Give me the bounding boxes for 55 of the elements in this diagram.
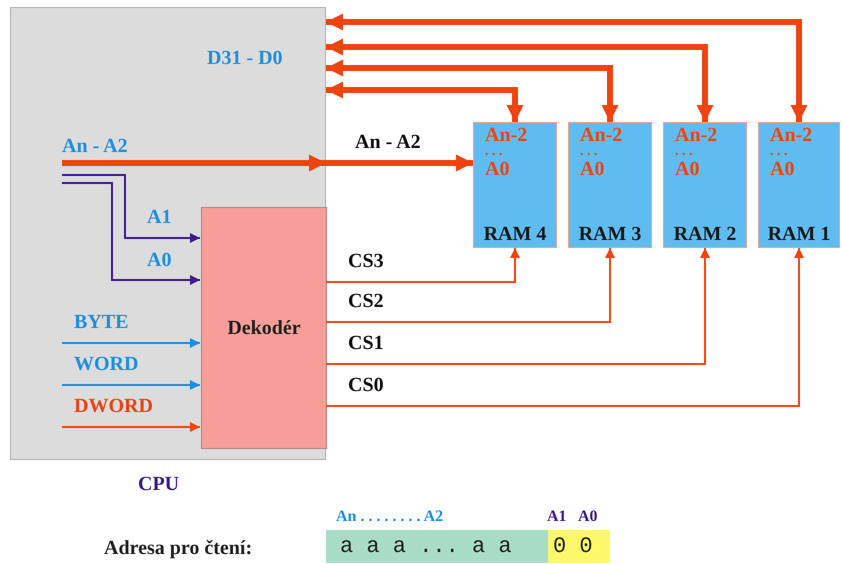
decoder-block [201,207,327,449]
bus-label: D31 - D0 [207,46,283,71]
edge-label: CS0 [348,374,384,396]
signal-arrow [326,248,804,407]
bus-arrow [62,154,473,172]
signal-arrow [326,248,710,365]
edge-label: An - A2 [355,131,421,153]
edge-label: WORD [74,353,138,375]
pin-label: An-2 [675,124,718,146]
bus-arrow [326,14,808,122]
pin-label: An-2 [770,124,812,146]
bus-arrow [326,38,714,122]
signal-arrow [62,174,200,243]
bit-range-label: An . . . . . . . . A2 [336,507,444,527]
ellipsis-mark: . . . [580,146,598,158]
signal-arrow [62,182,200,285]
bus-arrow [326,82,524,122]
bus-arrow [326,60,618,122]
block-title: CPU [138,472,180,497]
chip-name: RAM 2 [674,223,736,245]
ellipsis-mark: . . . [770,146,788,158]
chip-name: RAM 4 [484,223,546,245]
memory-chip-block [568,122,652,248]
pin-label: A0 [485,158,510,180]
edge-label: A1 [147,206,172,228]
bit-label: A1 [547,507,567,527]
ellipsis-mark: . . . [485,146,502,158]
pin-label: An-2 [580,124,622,146]
row-label: Adresa pro čtení: [104,536,252,561]
chip-name: RAM 1 [768,223,830,245]
memory-chip-block [758,122,840,248]
pin-label: A0 [580,158,604,180]
edge-label: BYTE [74,311,128,333]
pin-label: A0 [675,158,700,180]
block-title: Dekodér [227,316,301,341]
edge-label: CS3 [348,250,384,272]
signal-arrow [62,422,200,432]
address-bits-cell: a a a ... a a [326,530,548,563]
memory-chip-block [663,122,747,248]
signal-arrow [326,248,615,323]
memory-chip-block [473,122,557,248]
edge-label: CS1 [348,332,384,354]
pin-label: An-2 [485,124,528,146]
edge-label: DWORD [74,395,153,417]
signal-arrow [62,380,200,390]
bus-label: An - A2 [62,134,128,159]
signal-arrow [326,248,520,283]
pin-label: A0 [770,158,794,180]
bit-label: A0 [578,507,598,527]
edge-label: CS2 [348,290,384,312]
ellipsis-mark: . . . [675,146,692,158]
chip-name: RAM 3 [578,223,642,245]
signal-arrow [62,338,200,348]
address-bits-cell: 0 0 [548,530,610,563]
edge-label: A0 [147,249,172,271]
